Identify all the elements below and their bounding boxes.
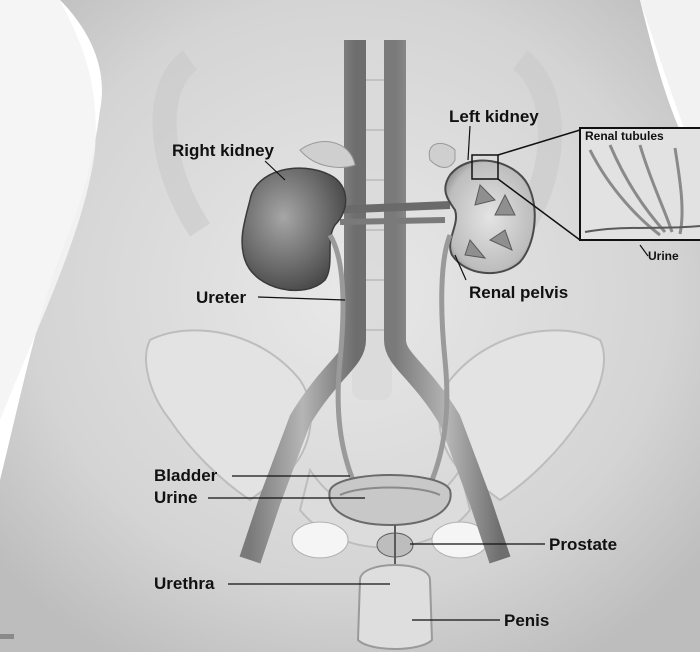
bladder (329, 475, 450, 525)
label-renal-pelvis: Renal pelvis (469, 284, 568, 301)
label-urethra: Urethra (154, 575, 214, 592)
label-penis: Penis (504, 612, 549, 629)
label-bladder: Bladder (154, 467, 217, 484)
label-renal-tubules: Renal tubules (585, 130, 664, 142)
label-right-kidney: Right kidney (172, 142, 274, 159)
label-urine-inset: Urine (648, 250, 679, 262)
label-prostate: Prostate (549, 536, 617, 553)
label-ureter: Ureter (196, 289, 246, 306)
corner-mark (0, 634, 14, 639)
label-urine: Urine (154, 489, 197, 506)
label-left-kidney: Left kidney (449, 108, 539, 125)
